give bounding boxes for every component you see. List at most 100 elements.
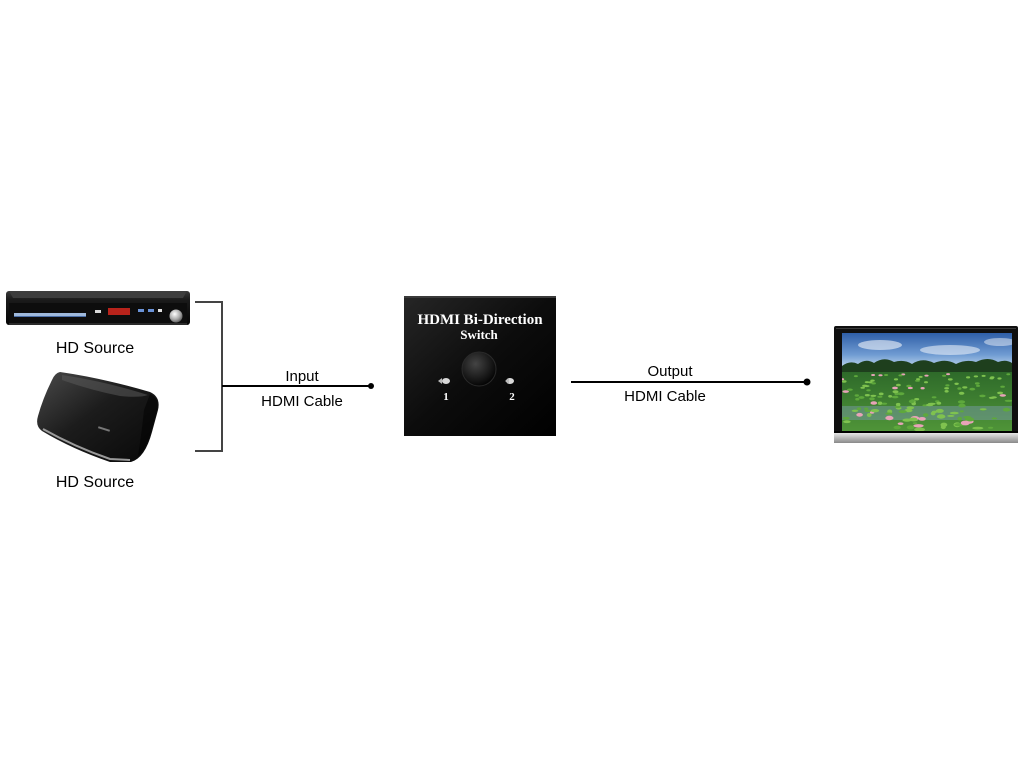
dvd-player-icon (6, 291, 190, 325)
lily-pad (974, 382, 980, 385)
lotus-flower (924, 374, 929, 377)
tree-line (842, 359, 1012, 374)
lily-pad (912, 422, 918, 425)
dvd-button (138, 309, 144, 312)
dvd-base (9, 323, 187, 325)
lily-pad (892, 390, 899, 394)
lily-pad (914, 398, 920, 401)
lily-pad (988, 426, 994, 429)
lily-pad (957, 387, 962, 390)
lotus-flower (918, 417, 926, 421)
lily-pad (871, 382, 876, 385)
input-cable-label: HDMI Cable (261, 393, 343, 410)
tv-stand-shadow (834, 431, 1018, 433)
lily-pad (924, 381, 928, 384)
port2-label: 2 (509, 391, 515, 403)
console-front-edge (42, 428, 131, 461)
lily-pad (925, 403, 934, 407)
lily-pad (891, 395, 899, 399)
lily-pad (895, 402, 901, 407)
lily-pad (893, 425, 901, 430)
switch-select-button (461, 351, 497, 387)
lotus-flower (913, 424, 924, 428)
source-2-label: HD Source (56, 474, 134, 491)
lily-pad (866, 413, 872, 417)
lily-pad (843, 420, 851, 424)
switch-edge-highlight (404, 296, 556, 298)
lily-pad (947, 378, 953, 381)
lily-pad (991, 417, 998, 420)
port1-label: 1 (443, 391, 449, 403)
dvd-disc-tray (14, 313, 86, 316)
dvd-display (108, 308, 130, 315)
dvd-indicator (95, 310, 101, 313)
output-label: Output (647, 363, 693, 380)
port1-led-icon (442, 378, 450, 384)
lily-pad (964, 417, 975, 422)
console-logo (97, 426, 111, 432)
lily-pad (878, 392, 884, 396)
lotus-flower (878, 374, 883, 377)
lotus-flower (892, 386, 898, 390)
lily-pad (958, 391, 965, 395)
lily-pad (935, 408, 944, 413)
lily-pad (918, 375, 923, 378)
lily-pad (914, 427, 926, 431)
lotus-flower (920, 387, 925, 390)
input-label: Input (285, 368, 319, 385)
lily-pad (870, 409, 880, 413)
dvd-knob-icon (169, 309, 183, 323)
lily-pad (979, 394, 986, 398)
lily-pad (958, 403, 966, 408)
source-bracket (195, 301, 223, 452)
lily-pad (931, 396, 937, 399)
dvd-top-plate (9, 291, 187, 298)
lily-pad (909, 418, 918, 422)
lily-pad (975, 384, 981, 387)
switch-title: HDMI Bi-Direction (417, 312, 543, 328)
lily-pad (997, 377, 1002, 380)
lily-pad (869, 397, 875, 401)
output-cable-label: HDMI Cable (624, 388, 706, 405)
lily-pad (864, 409, 872, 413)
lily-pad (944, 387, 949, 390)
port2-arrow-icon (505, 378, 509, 384)
lily-pad (854, 394, 859, 397)
lotus-flower (999, 394, 1006, 397)
cloud (858, 340, 902, 350)
lily-pad (856, 407, 862, 411)
lotus-flower (871, 374, 876, 376)
lily-pad (957, 416, 962, 421)
lily-pad (896, 383, 901, 387)
lotus-flower (842, 378, 845, 381)
lily-pad (916, 378, 921, 381)
lily-pads (842, 373, 1012, 431)
lily-pad (868, 381, 873, 384)
lily-pad (906, 406, 915, 410)
lily-pad (997, 391, 1004, 395)
lily-pad (881, 402, 888, 405)
lily-pad (944, 390, 949, 393)
lily-pad (898, 374, 903, 377)
lily-pad (945, 384, 950, 387)
lily-pad (866, 389, 871, 392)
lily-pad (931, 410, 938, 414)
lily-pad (858, 396, 865, 399)
lily-pad (877, 395, 883, 398)
lily-pad (1002, 407, 1011, 412)
screen-field (842, 372, 1012, 431)
source-1-label: HD Source (56, 340, 134, 357)
tv-screen (842, 333, 1012, 431)
lily-pad (1006, 373, 1011, 376)
lily-pad (870, 379, 875, 382)
lily-pad (860, 386, 865, 389)
lily-pad (864, 407, 869, 410)
lily-pad (990, 376, 995, 379)
lily-pad (936, 401, 942, 405)
lotus-flower (897, 422, 904, 426)
lily-pad (894, 405, 901, 409)
lily-pad (842, 416, 850, 420)
lily-pad (1004, 399, 1012, 402)
lily-pad (923, 413, 929, 417)
